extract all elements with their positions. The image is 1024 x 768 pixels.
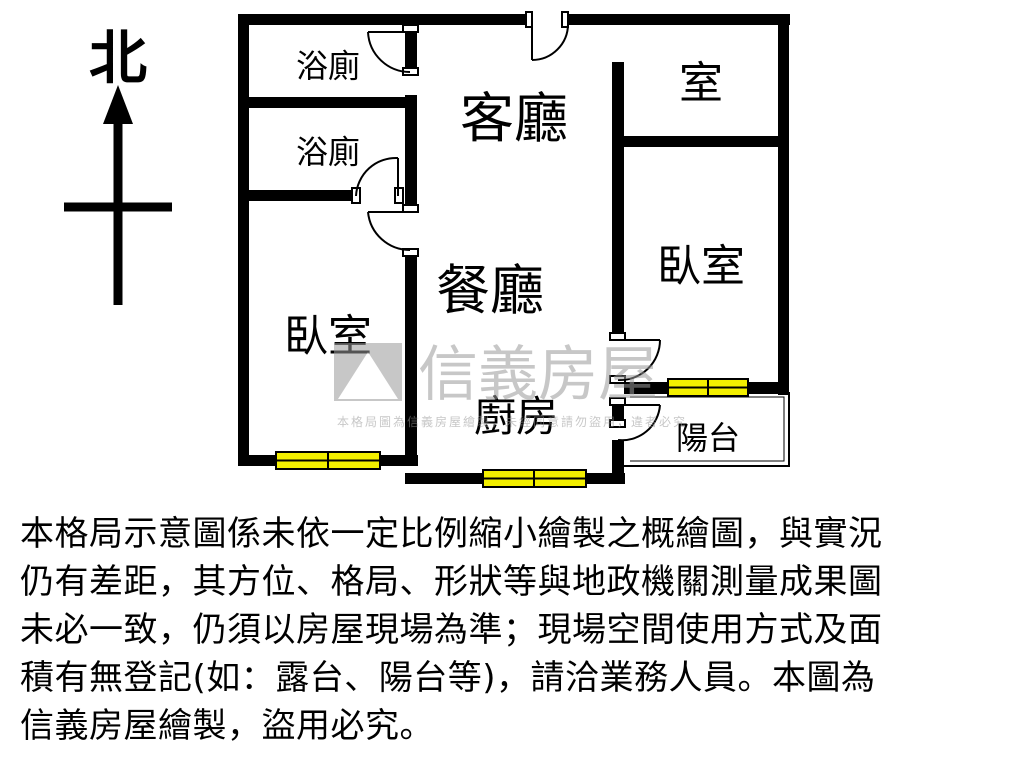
disclaimer-line: 積有無登記(如：露台、陽台等)，請洽業務人員。本圖為 <box>20 658 876 698</box>
room-label-bath-top: 浴廁 <box>296 47 360 85</box>
room-label-balcony: 陽台 <box>676 419 740 457</box>
north-arrow-icon <box>103 85 133 124</box>
north-compass: 北 <box>64 24 172 305</box>
disclaimer-line: 未必一致，仍須以房屋現場為準；現場空間使用方式及面 <box>20 610 883 650</box>
watermark: 信義房屋 本格局圖為信義房屋繪製，未經同意請勿盜用，違者必究 <box>334 340 687 429</box>
window-bedroom-left <box>275 451 381 470</box>
room-label-living-room: 客廳 <box>460 87 568 150</box>
watermark-brand: 信義房屋 <box>418 340 658 410</box>
bath-mid-door <box>351 156 404 204</box>
watermark-notice: 本格局圖為信義房屋繪製，未經同意請勿盜用，違者必究 <box>337 414 687 429</box>
entrance-door <box>525 11 569 61</box>
window-bedroom-right <box>667 378 749 397</box>
room-label-kitchen: 廚房 <box>474 392 558 441</box>
bedroom-left-door <box>367 204 419 257</box>
north-label: 北 <box>89 24 147 92</box>
room-label-bedroom-right: 臥室 <box>657 241 745 292</box>
window-kitchen <box>482 469 587 488</box>
windows <box>275 378 749 488</box>
disclaimer-line: 本格局示意圖係未依一定比例縮小繪製之概繪圖，與實況 <box>20 514 883 554</box>
disclaimer-text: 本格局示意圖係未依一定比例縮小繪製之概繪圖，與實況 仍有差距，其方位、格局、形狀… <box>20 510 1010 750</box>
room-label-dining-room: 餐廳 <box>436 259 544 322</box>
floor-plan: 北 <box>64 11 790 488</box>
disclaimer-line: 信義房屋繪製，盜用必究。 <box>20 706 434 746</box>
bath-top-door <box>367 24 419 76</box>
watermark-logo-icon <box>334 343 402 401</box>
balcony-door <box>609 397 661 442</box>
room-label-bath-mid: 浴廁 <box>296 133 360 171</box>
doors <box>351 11 662 442</box>
room-label-small-room: 室 <box>679 58 723 109</box>
room-labels: 浴廁 浴廁 客廳 室 臥室 餐廳 臥室 廚房 陽台 <box>284 47 745 457</box>
disclaimer-line: 仍有差距，其方位、格局、形狀等與地政機關測量成果圖 <box>20 562 883 602</box>
bedroom-right-door <box>609 332 662 384</box>
